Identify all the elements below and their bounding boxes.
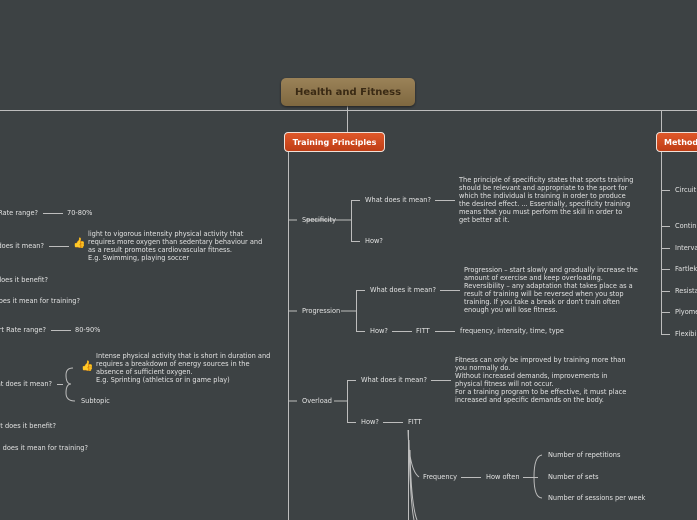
thumbs-up-icon: 👍 [73,238,86,249]
list-item[interactable]: Number of sessions per week [548,494,646,502]
progression-mean-label[interactable]: What does it mean? [370,286,436,294]
anaerobic-subtopic[interactable]: Subtopic [81,397,110,405]
anaerobic-mean-text[interactable]: Intense physical activity that is short … [96,352,271,385]
progression-fitt-text[interactable]: frequency, intensity, time, type [460,327,564,335]
overload-mean-text[interactable]: Fitness can only be improved by training… [455,356,627,405]
method-item[interactable]: Circuit [675,186,697,194]
overload-mean-label[interactable]: What does it mean? [361,376,427,384]
progression-node[interactable]: Progression [302,307,341,315]
specificity-node[interactable]: Specificity [302,216,336,224]
how-often-node[interactable]: How often [486,473,520,481]
method-item[interactable]: Flexibi [675,330,697,338]
overload-node[interactable]: Overload [302,397,332,405]
aerobic-benefit-label[interactable]: does it benefit? [0,276,48,284]
anaerobic-mean-label[interactable]: at does it mean? [0,380,52,388]
method-item[interactable]: Contin [675,222,697,230]
anaerobic-benefit-label[interactable]: at does it benefit? [0,422,56,430]
overload-fitt[interactable]: FITT [408,418,422,426]
aerobic-heart-rate-value[interactable]: 70-80% [67,209,93,217]
progression-fitt[interactable]: FITT [416,327,430,335]
anaerobic-training-label[interactable]: does it mean for training? [2,444,88,452]
thumbs-up-icon: 👍 [81,361,94,372]
training-principles-topic[interactable]: Training Principles [284,132,385,152]
methods-topic[interactable]: Methods [656,132,697,152]
aerobic-mean-label[interactable]: does it mean? [0,242,44,250]
overload-how-label[interactable]: How? [361,418,379,426]
root-topic[interactable]: Health and Fitness [281,78,415,106]
aerobic-heart-rate-label[interactable]: Rate range? [0,209,38,217]
specificity-mean-label[interactable]: What does it mean? [365,196,431,204]
aerobic-mean-text[interactable]: light to vigorous intensity physical act… [88,230,263,263]
method-item[interactable]: Plyome [675,308,697,316]
list-item[interactable]: Number of sets [548,473,599,481]
aerobic-training-label[interactable]: oes it mean for training? [0,297,80,305]
anaerobic-heart-rate-label[interactable]: rt Rate range? [0,326,46,334]
progression-mean-text[interactable]: Progression – start slowly and gradually… [464,266,638,315]
specificity-mean-text[interactable]: The principle of specificity states that… [459,176,634,225]
specificity-how-label[interactable]: How? [365,237,383,245]
method-item[interactable]: Resista [675,287,697,295]
progression-how-label[interactable]: How? [370,327,388,335]
method-item[interactable]: Interva [675,244,697,252]
frequency-node[interactable]: Frequency [423,473,458,481]
anaerobic-heart-rate-value[interactable]: 80-90% [75,326,101,334]
method-item[interactable]: Fartlek [675,265,697,273]
list-item[interactable]: Number of repetitions [548,451,621,459]
